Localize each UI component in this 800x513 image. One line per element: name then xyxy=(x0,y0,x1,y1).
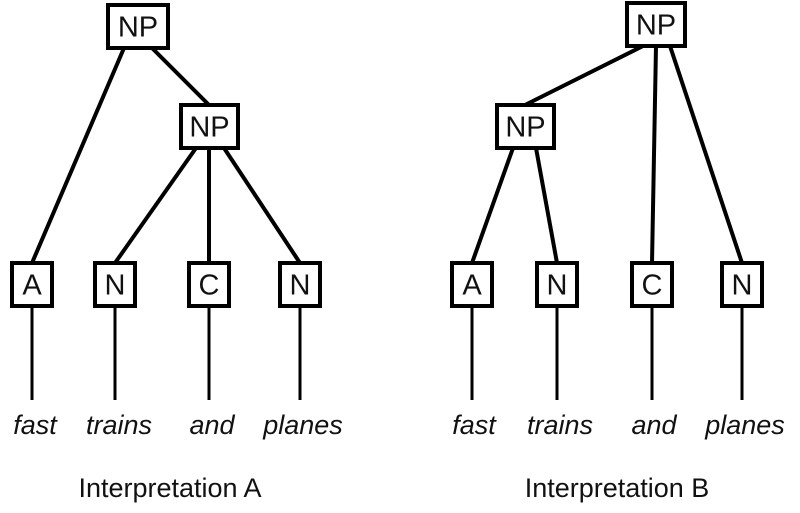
branch-edge-b-np-root-to-b-pos-c xyxy=(650,45,658,264)
word-a-word-fast: fast xyxy=(13,410,58,440)
node-label-b-pos-n2: N xyxy=(732,270,753,302)
node-box-a-pos-a xyxy=(10,261,54,308)
node-b-np-root[interactable]: NP xyxy=(625,1,687,48)
captions-layer: Interpretation A Interpretation B xyxy=(78,473,709,503)
nodes-layer: NP NP A N C N NP NP A N C N xyxy=(10,1,764,308)
word-b-word-trains: trains xyxy=(527,410,593,440)
node-b-pos-a[interactable]: A xyxy=(450,261,494,308)
node-box-b-pos-a xyxy=(450,261,494,308)
node-box-b-pos-n1 xyxy=(535,261,579,308)
word-b-word-fast: fast xyxy=(452,410,497,440)
node-label-a-np-inner: NP xyxy=(189,112,229,144)
branch-edge-a-np-root-to-a-np-inner xyxy=(150,46,211,107)
node-a-pos-n1[interactable]: N xyxy=(93,261,137,308)
branch-edge-b-np-inner-to-b-pos-n1 xyxy=(534,147,559,264)
node-a-pos-a[interactable]: A xyxy=(10,261,54,308)
node-label-b-pos-a: A xyxy=(462,270,482,302)
branch-edge-a-np-root-to-a-pos-a xyxy=(30,47,126,264)
node-b-pos-n2[interactable]: N xyxy=(720,261,764,308)
node-b-pos-c[interactable]: C xyxy=(630,261,674,308)
edges-layer xyxy=(30,44,744,265)
node-box-b-np-inner xyxy=(495,103,556,150)
node-box-a-pos-c xyxy=(187,261,231,308)
branch-edge-a-np-inner-to-a-pos-n2 xyxy=(222,146,302,265)
node-box-a-pos-n2 xyxy=(278,261,322,308)
branch-edge-b-np-root-to-b-pos-n2 xyxy=(668,45,744,264)
branch-edge-b-np-root-to-b-np-inner xyxy=(524,44,644,107)
words-layer: fast trains and planes fast trains and planes xyxy=(13,410,785,440)
node-box-b-pos-c xyxy=(630,261,674,308)
node-label-a-np-root: NP xyxy=(118,12,158,44)
node-label-b-pos-c: C xyxy=(642,270,663,302)
word-b-word-planes: planes xyxy=(704,410,785,440)
node-b-np-inner[interactable]: NP xyxy=(495,103,556,150)
word-a-word-and: and xyxy=(189,410,235,440)
word-b-word-and: and xyxy=(631,410,677,440)
node-a-pos-c[interactable]: C xyxy=(187,261,231,308)
node-label-a-pos-n1: N xyxy=(105,270,126,302)
node-label-b-np-inner: NP xyxy=(505,112,545,144)
branch-edge-b-np-inner-to-b-pos-a xyxy=(470,147,515,264)
node-a-pos-n2[interactable]: N xyxy=(278,261,322,308)
node-b-pos-n1[interactable]: N xyxy=(535,261,579,308)
word-a-word-planes: planes xyxy=(262,410,343,440)
node-label-b-pos-n1: N xyxy=(547,270,568,302)
node-box-a-pos-n1 xyxy=(93,261,137,308)
node-box-a-np-inner xyxy=(179,103,240,150)
node-box-a-np-root xyxy=(106,3,170,50)
caption-interpretation-a: Interpretation A xyxy=(78,473,261,503)
node-label-a-pos-c: C xyxy=(199,270,220,302)
node-label-a-pos-a: A xyxy=(22,270,42,302)
node-label-a-pos-n2: N xyxy=(290,270,311,302)
leaf-stems-layer xyxy=(30,306,744,400)
node-a-np-inner[interactable]: NP xyxy=(179,103,240,150)
branch-edge-a-np-inner-to-a-pos-n1 xyxy=(113,146,198,265)
node-box-b-np-root xyxy=(625,1,687,48)
node-box-b-pos-n2 xyxy=(720,261,764,308)
node-a-np-root[interactable]: NP xyxy=(106,3,170,50)
node-label-b-np-root: NP xyxy=(636,10,676,42)
caption-interpretation-b: Interpretation B xyxy=(525,473,710,503)
word-a-word-trains: trains xyxy=(86,410,152,440)
